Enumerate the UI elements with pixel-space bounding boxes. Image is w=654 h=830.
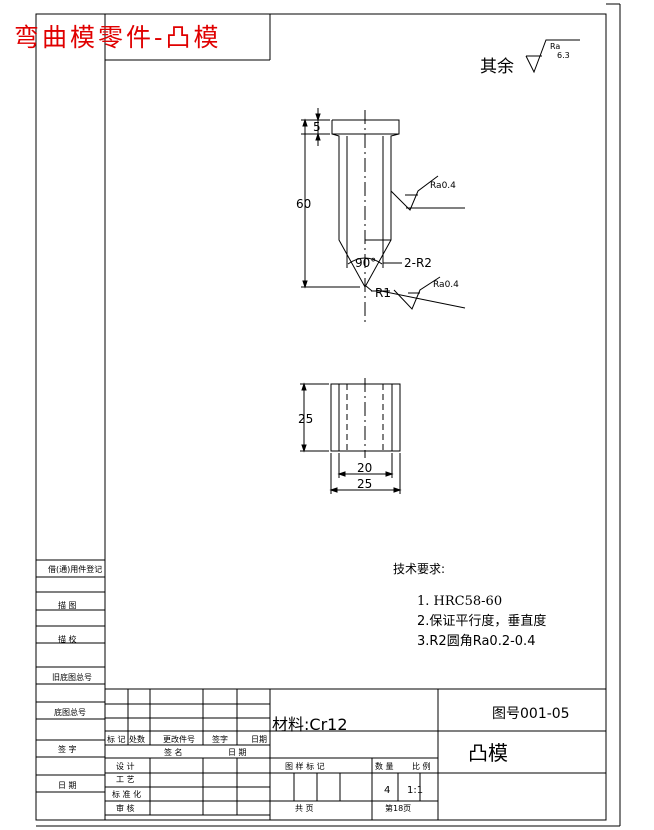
strip-label: 日 期 — [58, 781, 77, 790]
stage-label: 图 样 标 记 — [285, 761, 325, 771]
scale-label: 比 例 — [412, 761, 431, 771]
quantity: 4 — [384, 785, 390, 796]
drawing-frame — [35, 13, 607, 821]
dim-total-height: 60 — [296, 197, 311, 211]
rev-header: 更改件号 — [163, 734, 195, 744]
rev-header: 标 记 — [107, 734, 126, 744]
role-label: 设 计 — [116, 761, 135, 771]
front-roughness-symbols — [375, 39, 580, 310]
dim-outer-width: 25 — [357, 477, 372, 491]
roughness-lower: Ra0.4 — [433, 280, 459, 290]
part-name: 凸模 — [468, 741, 508, 765]
strip-label: 底图总号 — [54, 707, 86, 717]
roughness-upper: Ra0.4 — [430, 181, 456, 191]
total-pages: 共 页 — [295, 804, 314, 813]
strip-label: 借(通)用件登记 — [48, 564, 102, 574]
qty-label: 数 量 — [375, 761, 394, 771]
dim-head-height: 5 — [313, 120, 321, 134]
top-view-dimensions — [300, 382, 402, 494]
tech-requirements: 技术要求: 1. HRC58-60 2.保证平行度，垂直度 3.R2圆角Ra0.… — [393, 562, 546, 649]
dim-tip-radius: R1 — [375, 286, 391, 300]
role-label: 标 准 化 — [112, 789, 141, 799]
rev-header: 日期 — [251, 735, 267, 744]
page-label: 第18页 — [385, 803, 411, 813]
strip-label: 描 校 — [58, 634, 77, 644]
scale: 1:1 — [407, 785, 423, 796]
sign-header: 日 期 — [228, 748, 247, 757]
tech-req-item: 1. HRC58-60 — [417, 594, 502, 609]
strip-label: 旧底图总号 — [52, 672, 92, 682]
overlay-title: 弯曲模零件-凸模 — [14, 23, 222, 52]
tech-req-item: 2.保证平行度，垂直度 — [417, 613, 546, 629]
dim-angle: 90° — [355, 256, 376, 270]
top-view-outline — [330, 378, 401, 458]
title-block-lines — [105, 688, 606, 820]
role-label: 审 核 — [116, 803, 135, 813]
dim-inner-width: 20 — [357, 461, 372, 475]
roughness-ra-label: Ra — [550, 42, 560, 51]
rev-header: 处数 — [129, 734, 145, 744]
left-strip — [36, 559, 105, 793]
roughness-ra-value: 6.3 — [557, 51, 570, 60]
sign-header: 签 名 — [164, 747, 183, 757]
strip-label: 描 图 — [58, 600, 77, 610]
title-block-text: 材料:Cr12 图号001-05 凸模 标 记 处数 更改件号 签字 日期 签 … — [107, 706, 570, 813]
roughness-prefix: 其余 — [480, 57, 514, 77]
tech-req-item: 3.R2圆角Ra0.2-0.4 — [417, 634, 535, 649]
role-label: 工 艺 — [116, 775, 135, 784]
dim-top-height: 25 — [298, 412, 313, 426]
drawing-number: 图号001-05 — [492, 706, 570, 722]
front-dimensions — [301, 108, 402, 292]
rev-header: 签字 — [212, 734, 228, 744]
left-strip-labels: 借(通)用件登记 描 图 描 校 旧底图总号 底图总号 签 字 日 期 — [48, 564, 102, 790]
material-label: 材料:Cr12 — [272, 715, 348, 734]
dim-fillet-small: 2-R2 — [404, 256, 432, 270]
strip-label: 签 字 — [58, 744, 77, 754]
tech-req-title: 技术要求: — [393, 562, 445, 576]
